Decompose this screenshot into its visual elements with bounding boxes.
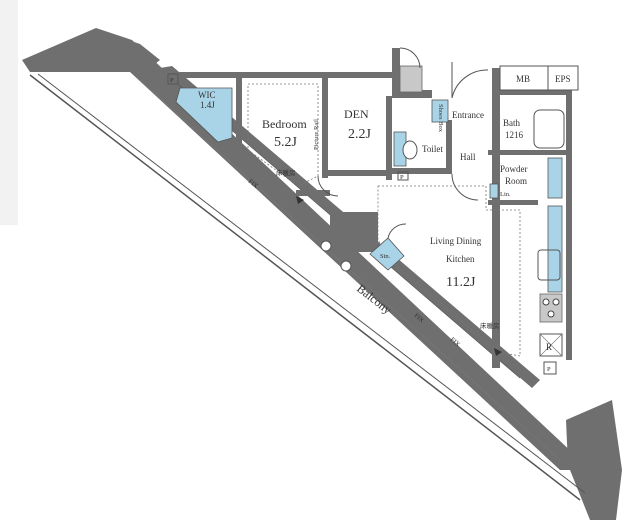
entrance-label: Entrance xyxy=(452,110,484,120)
kitchen-sink xyxy=(537,249,561,281)
bath-name: Bath xyxy=(503,118,520,128)
page-margin xyxy=(0,0,18,225)
pipe-space-wic-label: P xyxy=(170,77,174,84)
bath-size: 1216 xyxy=(505,130,524,140)
far-right-wall xyxy=(566,90,572,360)
entrance-step xyxy=(399,65,423,93)
entrance-wall-top xyxy=(392,90,432,98)
powder-room-name-1: Powder xyxy=(500,164,528,174)
wic-area-label: 1.4J xyxy=(200,100,215,110)
wic-bedroom-wall xyxy=(236,78,242,148)
right-wall xyxy=(492,68,500,368)
bathtub xyxy=(533,109,565,149)
bedroom-den-wall xyxy=(322,78,328,178)
balcony-inner-line xyxy=(139,79,561,461)
kitchen-counter xyxy=(547,205,563,293)
balcony-outer-wall xyxy=(22,28,575,470)
storage-box xyxy=(369,237,405,271)
toilet-bottom-wall xyxy=(392,168,452,174)
bedroom-bottom-wall xyxy=(296,190,330,196)
bedroom-name: Bedroom xyxy=(262,117,307,131)
ldk-window-arrow xyxy=(494,348,502,356)
storage-door xyxy=(387,223,407,239)
burner-1 xyxy=(542,298,550,306)
burner-2 xyxy=(552,298,560,306)
refrigerator-cross-2 xyxy=(539,333,563,357)
picture-rail-label: Picture Rail xyxy=(313,119,320,150)
drain-1 xyxy=(320,240,332,252)
pipe-space-toilet-label: P xyxy=(400,174,404,181)
balcony-right-end xyxy=(566,400,622,520)
bedroom-floor-heating xyxy=(247,83,319,187)
eps-box xyxy=(547,65,579,91)
ldk-note: 床暖房 xyxy=(480,321,500,330)
storage-label: Stn. xyxy=(380,253,391,260)
toilet-bowl xyxy=(402,140,418,160)
hall-label: Hall xyxy=(460,152,476,162)
powder-bottom-wall xyxy=(488,200,538,205)
pipe-space-toilet xyxy=(397,171,409,181)
bedroom-door xyxy=(317,175,339,197)
wic-area xyxy=(175,87,233,143)
top-wall xyxy=(165,72,400,78)
balcony-left-end xyxy=(96,30,160,68)
pipe-space-kitchen xyxy=(543,361,557,375)
shoes-box xyxy=(431,99,449,123)
entrance-door xyxy=(451,69,489,99)
vanity xyxy=(547,157,563,199)
ldk-line1: Living Dining xyxy=(430,236,482,246)
ldk-floor-heating xyxy=(377,185,521,357)
bedroom-window-arrow xyxy=(296,196,304,204)
storage-column xyxy=(330,212,378,252)
burner-3 xyxy=(547,310,555,318)
toilet-label: Toilet xyxy=(422,144,443,154)
den-area: 2.2J xyxy=(348,127,372,142)
drain-2 xyxy=(340,260,352,272)
eps-label: EPS xyxy=(555,74,571,84)
shoes-box-label: Shoes Box xyxy=(437,104,444,133)
bedroom-area: 5.2J xyxy=(274,135,298,150)
hall-door xyxy=(451,173,479,201)
den-right-wall xyxy=(386,96,392,180)
powder-room-name-2: Room xyxy=(505,176,527,186)
den-bottom-wall xyxy=(322,170,392,176)
mb-label: MB xyxy=(516,74,530,84)
bath-top-wall xyxy=(492,90,572,95)
den-name: DEN xyxy=(344,107,369,121)
ldk-line2: Kitchen xyxy=(446,254,475,264)
cooktop xyxy=(539,293,563,323)
linen-label: Lin. xyxy=(500,191,511,198)
balcony-rail-2 xyxy=(37,73,586,494)
bedroom-note: 床暖房 xyxy=(276,168,296,177)
pipe-space-wic xyxy=(167,73,179,85)
entrance-wall-left xyxy=(392,48,400,98)
refrigerator-space xyxy=(539,333,563,357)
toilet-right-wall xyxy=(446,120,452,174)
bath-bottom-wall xyxy=(488,150,568,155)
entrance-small-door xyxy=(399,47,421,69)
ldk-area: 11.2J xyxy=(446,275,476,290)
linen-cabinet xyxy=(489,183,499,199)
wic-name: WIC xyxy=(198,90,216,100)
refrigerator-label: R xyxy=(546,342,552,352)
balcony-rail-1 xyxy=(29,74,581,501)
pipe-space-kitchen-label: P xyxy=(547,366,551,373)
